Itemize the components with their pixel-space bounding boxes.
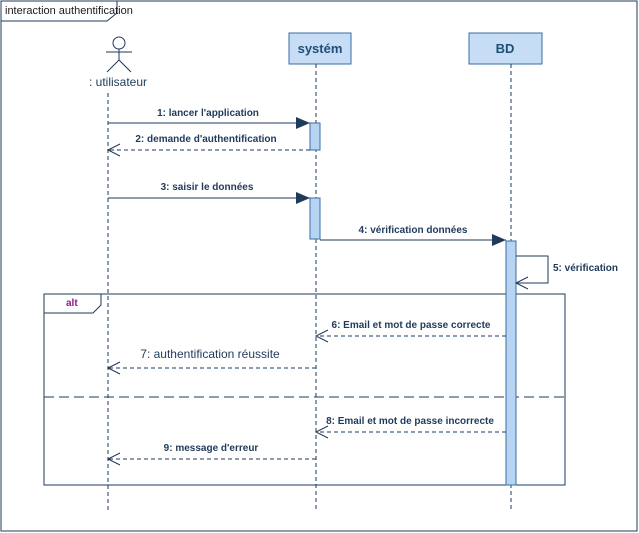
message-9-label: 9: message d'erreur: [164, 443, 259, 454]
message-5-label: 5: vérification: [553, 263, 618, 274]
message-8-arrowhead: [314, 425, 329, 439]
alt-fragment: [43, 293, 566, 486]
activation-systeme-1: [309, 122, 321, 151]
message-5-arrow: [516, 255, 549, 284]
participant-bd: [468, 32, 543, 65]
message-4-label: 4: vérification données: [359, 225, 468, 236]
message-6-label: 6: Email et mot de passe correcte: [332, 320, 491, 331]
message-8-label: 8: Email et mot de passe incorrecte: [326, 416, 494, 427]
activation-bd: [505, 240, 517, 486]
message-3-label: 3: saisir le données: [161, 182, 254, 193]
actor-label: : utilisateur: [89, 75, 147, 89]
frame-title-tab: [0, 0, 118, 22]
alt-operator: alt: [66, 298, 78, 309]
message-1-label: 1: lancer l'application: [157, 108, 259, 119]
user-actor-icon: [106, 36, 132, 73]
participant-systeme-label: systém: [298, 41, 343, 56]
message-7-arrowhead: [106, 361, 121, 375]
message-2-label: 2: demande d'authentification: [135, 134, 276, 145]
message-9-arrowhead: [106, 452, 121, 466]
message-5-arrowhead: [514, 276, 529, 290]
message-3-arrowhead: [296, 192, 310, 204]
message-6-arrowhead: [314, 329, 329, 343]
participant-systeme: [288, 32, 352, 65]
message-7-label: 7: authentification réussite: [140, 347, 280, 361]
message-4-arrowhead: [492, 234, 506, 246]
message-2-arrowhead: [106, 143, 121, 157]
participant-bd-label: BD: [496, 41, 515, 56]
alt-fragment-tab: [43, 293, 102, 314]
activation-systeme-2: [309, 197, 321, 240]
frame-title: interaction authentification: [5, 5, 133, 17]
message-1-arrowhead: [296, 117, 310, 129]
